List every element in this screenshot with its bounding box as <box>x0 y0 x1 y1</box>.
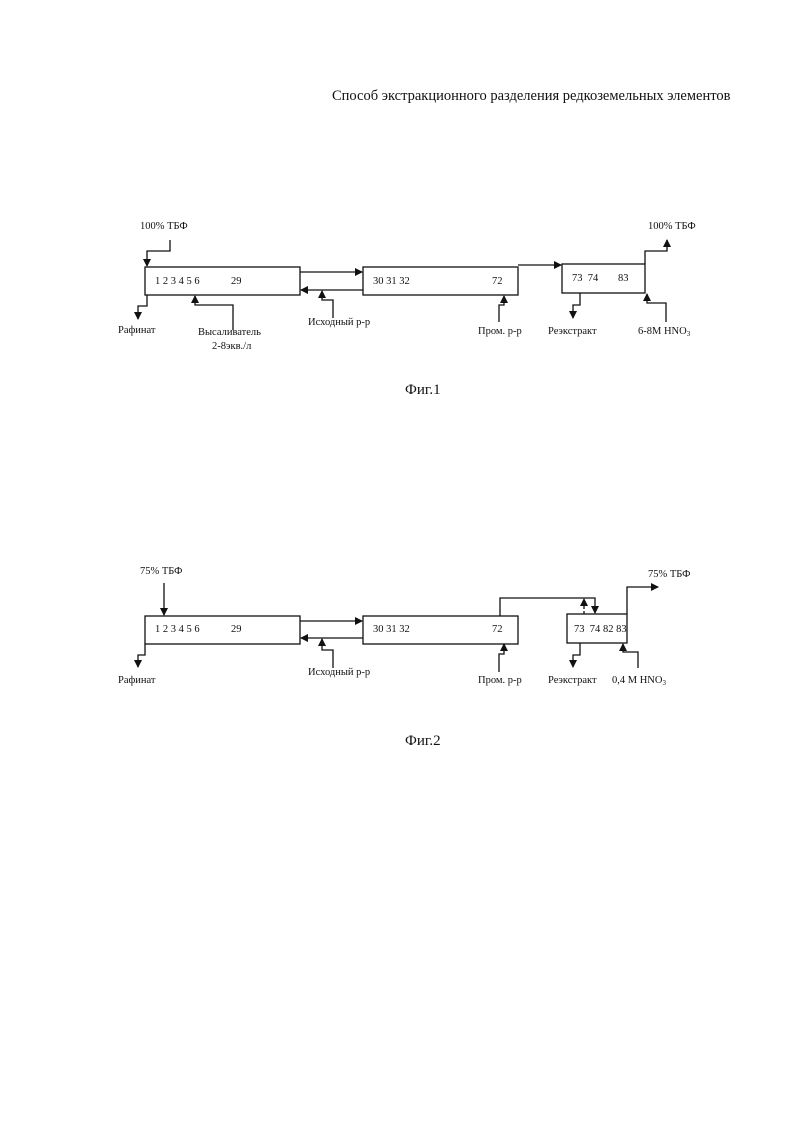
fig2-arrow-scrub <box>498 643 508 672</box>
fig2-arrow-raffinate <box>134 644 146 668</box>
fig1-scrub-box <box>362 266 519 296</box>
fig1-salting-conc: 2-8экв./л <box>212 341 251 352</box>
fig1-salting-label: Высаливатель <box>198 327 261 338</box>
fig1-box2-stages: 30 31 32 <box>373 276 410 287</box>
fig1-arrow-reextract <box>569 293 581 319</box>
fig1-strip-label: 6-8M HNO3 <box>638 326 691 338</box>
fig2-extraction-box <box>144 615 301 645</box>
fig2-box1-last: 29 <box>231 624 242 635</box>
fig1-scrub-label: Пром. р-р <box>478 326 522 337</box>
fig2-strip-box <box>566 613 628 644</box>
fig1-box1-last: 29 <box>231 276 242 287</box>
fig1-reextract-label: Реэкстракт <box>548 326 597 337</box>
fig1-arrow-salting <box>191 295 234 330</box>
fig2-arrow-org-2to3 <box>499 597 599 616</box>
fig2-caption: Фиг.2 <box>405 733 441 749</box>
fig1-tbp-out-label: 100% ТБФ <box>648 221 696 232</box>
fig2-feed-label: Исходный р-р <box>308 667 370 678</box>
fig2-strip-label: 0,4 M HNO3 <box>612 675 666 687</box>
fig1-strip-box <box>561 263 646 294</box>
fig1-arrow-raffinate <box>134 295 148 320</box>
fig1-box3-last: 83 <box>618 273 629 284</box>
fig1-arrow-feed <box>318 290 334 318</box>
fig2-reextract-label: Реэкстракт <box>548 675 597 686</box>
fig1-caption: Фиг.1 <box>405 382 441 398</box>
fig2-arrow-feed <box>318 638 334 668</box>
fig2-box2-last: 72 <box>492 624 503 635</box>
fig1-box3-stages: 73 74 <box>572 273 599 284</box>
document-title: Способ экстракционного разделения редкоз… <box>332 88 731 104</box>
fig2-raffinate-label: Рафинат <box>118 675 156 686</box>
fig2-tbp-in-label: 75% ТБФ <box>140 566 182 577</box>
fig2-scrub-box <box>362 615 519 645</box>
fig2-tbp-out-label: 75% ТБФ <box>648 569 690 580</box>
fig1-arrow-scrub <box>498 295 508 322</box>
fig1-arrow-tbp-in <box>143 240 171 267</box>
fig1-tbp-in-label: 100% ТБФ <box>140 221 188 232</box>
fig2-arrow-tbp-out <box>626 583 659 614</box>
fig2-box3-last: 82 83 <box>603 624 627 635</box>
fig1-arrow-strip <box>643 293 667 322</box>
fig2-box2-stages: 30 31 32 <box>373 624 410 635</box>
fig1-box2-last: 72 <box>492 276 503 287</box>
fig1-arrow-tbp-out <box>644 239 671 264</box>
fig2-arrow-reextract <box>569 643 581 668</box>
fig1-raffinate-label: Рафинат <box>118 325 156 336</box>
fig2-box1-stages: 1 2 3 4 5 6 <box>155 624 200 635</box>
fig2-box3-stages: 73 74 <box>574 624 601 635</box>
fig1-extraction-box <box>144 266 301 296</box>
fig2-scrub-label: Пром. р-р <box>478 675 522 686</box>
fig1-box1-stages: 1 2 3 4 5 6 <box>155 276 200 287</box>
fig2-arrow-strip <box>619 643 639 668</box>
fig1-feed-label: Исходный р-р <box>308 317 370 328</box>
